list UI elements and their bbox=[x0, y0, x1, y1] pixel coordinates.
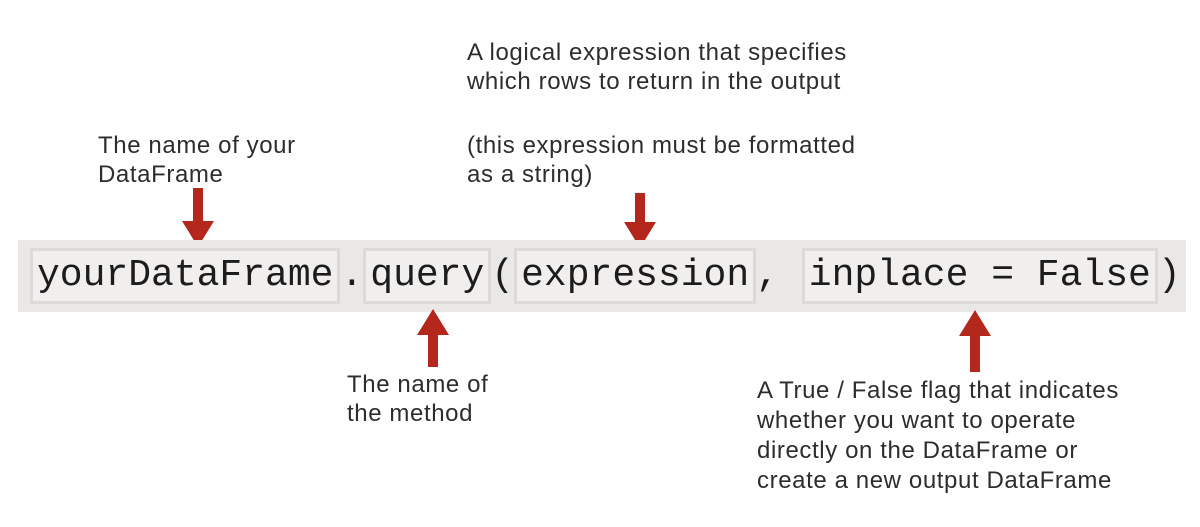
annotation-line: create a new output DataFrame bbox=[757, 467, 1112, 494]
annotation-expression: A logical expression that specifies whic… bbox=[467, 38, 856, 189]
annotation-line: A True / False flag that indicates bbox=[757, 377, 1119, 404]
code-segment-comma: , bbox=[756, 254, 802, 297]
annotation-paragraph: A logical expression that specifies whic… bbox=[467, 38, 856, 96]
code-segment-query: query bbox=[363, 248, 492, 304]
arrow-shaft bbox=[970, 336, 980, 372]
annotation-line: (this expression must be formatted bbox=[467, 132, 856, 159]
code-segment-dot: . bbox=[340, 254, 364, 297]
annotation-line: The name of bbox=[347, 371, 489, 398]
arrow-shaft bbox=[193, 188, 203, 221]
annotation-line: DataFrame bbox=[98, 161, 224, 188]
annotation-paragraph: (this expression must be formatted as a … bbox=[467, 131, 856, 189]
annotation-line: whether you want to operate bbox=[757, 407, 1077, 434]
annotation-line: The name of your bbox=[98, 132, 296, 159]
code-bar: yourDataFrame . query ( expression , inp… bbox=[18, 240, 1186, 312]
annotation-line: A logical expression that specifies bbox=[467, 39, 847, 66]
arrow-up-to-inplace-icon bbox=[959, 310, 991, 372]
annotation-dataframe: The name of your DataFrame bbox=[98, 131, 296, 189]
code-segment-expression: expression bbox=[514, 248, 757, 304]
arrow-shaft bbox=[635, 193, 645, 222]
arrow-head bbox=[959, 310, 991, 336]
code-segment-close-paren: ) bbox=[1157, 254, 1181, 297]
arrow-up-to-query-icon bbox=[417, 309, 449, 367]
code-segment-open-paren: ( bbox=[491, 254, 515, 297]
annotation-line: directly on the DataFrame or bbox=[757, 437, 1078, 464]
code-segment-yourdataframe: yourDataFrame bbox=[30, 248, 341, 304]
annotation-line: as a string) bbox=[467, 161, 593, 188]
annotation-line: the method bbox=[347, 400, 474, 427]
arrow-shaft bbox=[428, 335, 438, 367]
arrow-down-to-dataframe-icon bbox=[182, 188, 214, 247]
annotation-inplace: A True / False flag that indicates wheth… bbox=[757, 376, 1119, 496]
annotation-line: which rows to return in the output bbox=[467, 68, 841, 95]
arrow-head bbox=[417, 309, 449, 335]
annotation-method: The name of the method bbox=[347, 370, 488, 428]
code-segment-inplace: inplace = False bbox=[801, 248, 1158, 304]
